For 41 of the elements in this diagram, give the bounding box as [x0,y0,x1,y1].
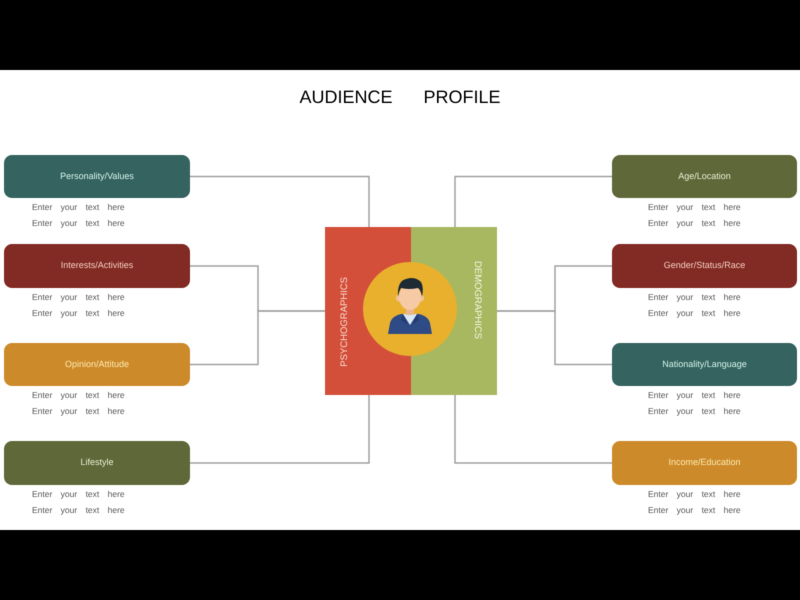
box-label: Lifestyle [80,457,114,469]
panel-label: PSYCHOGRAPHICS [340,277,350,367]
connector-line [454,395,612,464]
category-box [612,155,797,198]
placeholder-text: Enter your text here [648,291,741,304]
placeholder-text: Enter your text here [32,389,125,402]
connector-line [497,310,612,366]
placeholder-text: Enter your text here [648,488,741,501]
category-box [4,441,190,485]
placeholder-text: Enter your text here [32,201,125,214]
box-label: Nationality/Language [662,358,747,370]
category-box [4,244,190,288]
placeholder-text: Enter your text here [32,291,125,304]
connector-line [454,176,612,227]
placeholder-text: Enter your text here [32,405,125,418]
connector-line [190,395,370,464]
title: AUDIENCE PROFILE [298,86,502,108]
placeholder-text: Enter your text here [648,405,741,418]
box-label: Gender/Status/Race [664,260,746,272]
panel-label: DEMOGRAPHICS [472,260,482,340]
category-box [4,155,190,198]
category-box [4,343,190,386]
box-label: Opinion/Attitude [64,358,130,370]
placeholder-text: Enter your text here [648,201,741,214]
placeholder-text: Enter your text here [32,217,125,230]
category-box [612,343,797,386]
box-label: Interests/Activities [60,260,134,272]
connector-line [190,176,370,227]
placeholder-text: Enter your text here [32,488,125,501]
placeholder-text: Enter your text here [648,389,741,402]
placeholder-text: Enter your text here [32,504,125,517]
box-label: Personality/Values [60,170,134,182]
category-box [612,244,797,288]
placeholder-text: Enter your text here [648,504,741,517]
category-box [612,441,797,485]
placeholder-text: Enter your text here [648,307,741,320]
placeholder-text: Enter your text here [648,217,741,230]
box-label: Age/Location [678,170,731,182]
connector-line [190,310,325,366]
placeholder-text: Enter your text here [32,307,125,320]
box-label: Income/Education [668,457,741,469]
